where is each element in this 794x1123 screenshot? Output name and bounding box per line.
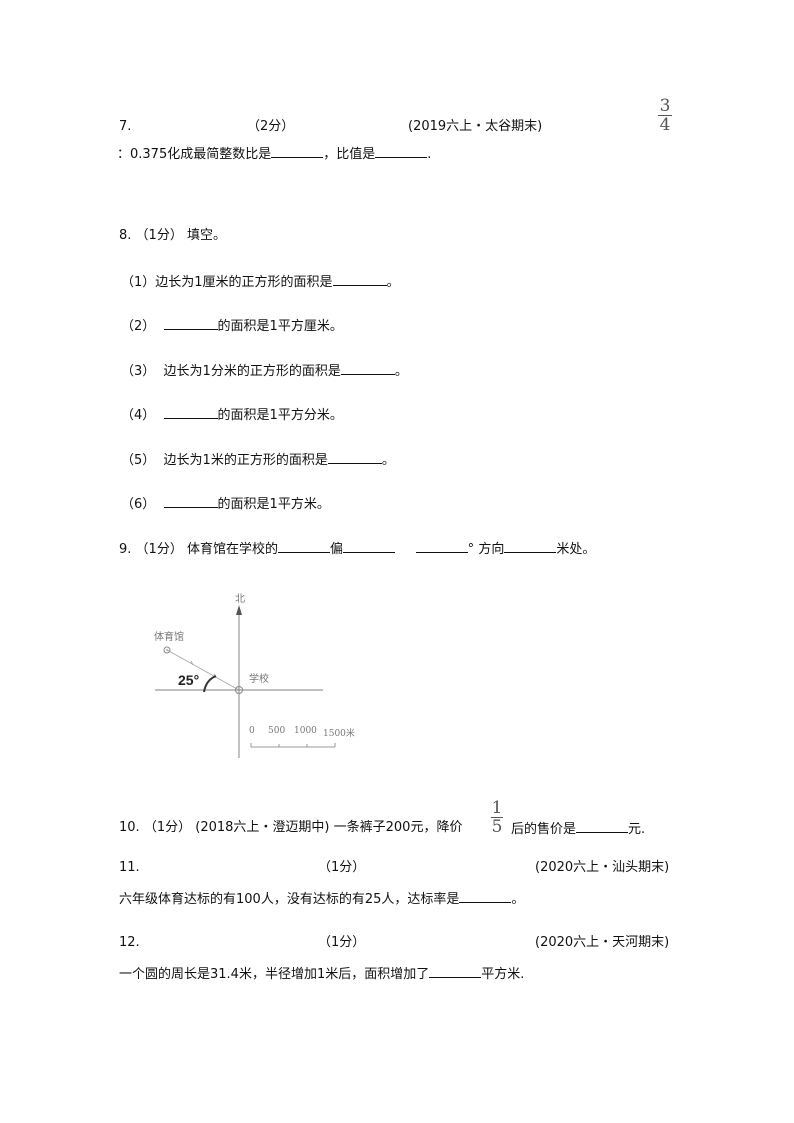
angle-label: 25° [178, 672, 200, 688]
gym-point-icon [163, 646, 171, 654]
angle-arc-icon [203, 675, 217, 693]
scale-label-1000: 1000 [294, 726, 317, 736]
question-number: 11. [119, 860, 140, 875]
scale-label-500: 500 [268, 726, 286, 736]
north-label: 北 [235, 594, 245, 605]
question-number: 8. [119, 228, 132, 243]
question-score: （2分） [247, 119, 295, 134]
question-body: ：0.375化成最简整数比是，比值是. [117, 145, 432, 162]
answer-blank[interactable] [332, 273, 387, 286]
answer-blank[interactable] [163, 317, 218, 330]
question-title: 填空。 [186, 228, 226, 243]
answer-blank[interactable] [576, 820, 629, 833]
answer-blank[interactable] [459, 890, 512, 903]
answer-blank[interactable] [343, 540, 395, 553]
sub-item-5: （5） 边长为1米的正方形的面积是。 [121, 451, 395, 468]
direction-diagram: 北 体育馆 学校 25° 0 500 1000 1500米 [140, 580, 380, 770]
question-number: 12. [119, 935, 140, 950]
sub-item-3: （3） 边长为1分米的正方形的面积是。 [121, 362, 408, 379]
question-number: 7. [119, 119, 132, 134]
question-body-b: 后的售价是元. [511, 820, 646, 837]
answer-blank[interactable] [340, 362, 395, 375]
question-score: （1分） [318, 860, 366, 875]
question-number: 9. [119, 542, 132, 557]
answer-blank[interactable] [429, 965, 482, 978]
scale-label-1500: 1500米 [323, 729, 355, 739]
question-source: (2018六上・澄迈期中) [195, 820, 330, 835]
answer-blank[interactable] [327, 451, 382, 464]
answer-blank[interactable] [415, 540, 468, 553]
sub-item-1: （1）边长为1厘米的正方形的面积是。 [121, 273, 400, 290]
diagram-lines [155, 605, 336, 758]
fraction-one-fifth: 1 5 [491, 798, 503, 837]
question-score: （1分） [135, 542, 183, 557]
question-body: 一个圆的周长是31.4米，半径增加1米后，面积增加了平方米. [119, 965, 525, 982]
question-score: （1分） [135, 228, 183, 243]
answer-blank[interactable] [504, 540, 557, 553]
gym-label: 体育馆 [154, 632, 184, 643]
sub-item-2: （2） 的面积是1平方厘米。 [121, 317, 343, 334]
north-arrow-icon [236, 605, 242, 615]
sub-item-4: （4） 的面积是1平方分米。 [121, 406, 343, 423]
question-source: (2020六上・天河期末) [535, 935, 670, 950]
question-body: 9. （1分） 体育馆在学校的偏 ° 方向米处。 [119, 540, 596, 557]
question-number: 10. [119, 820, 140, 835]
question-score: （1分） [318, 935, 366, 950]
answer-blank[interactable] [271, 145, 324, 158]
question-header: 8. （1分） 填空。 [119, 228, 226, 244]
question-body: 六年级体育达标的有100人，没有达标的有25人，达标率是。 [119, 890, 525, 907]
question-body-a: 10. （1分） (2018六上・澄迈期中) 一条裤子200元，降价 [119, 820, 463, 835]
answer-blank[interactable] [375, 145, 428, 158]
school-point-icon [235, 686, 243, 694]
answer-blank[interactable] [163, 495, 218, 508]
fraction-three-quarters: 3 4 [658, 96, 672, 135]
sub-item-6: （6） 的面积是1平方米。 [121, 495, 330, 512]
answer-blank[interactable] [163, 406, 218, 419]
answer-blank[interactable] [277, 540, 330, 553]
question-source: (2020六上・汕头期末) [535, 860, 670, 875]
question-source: (2019六上・太谷期末) [408, 119, 543, 134]
question-score: （1分） [143, 820, 192, 835]
scale-label-0: 0 [249, 726, 255, 736]
school-label: 学校 [249, 674, 269, 685]
